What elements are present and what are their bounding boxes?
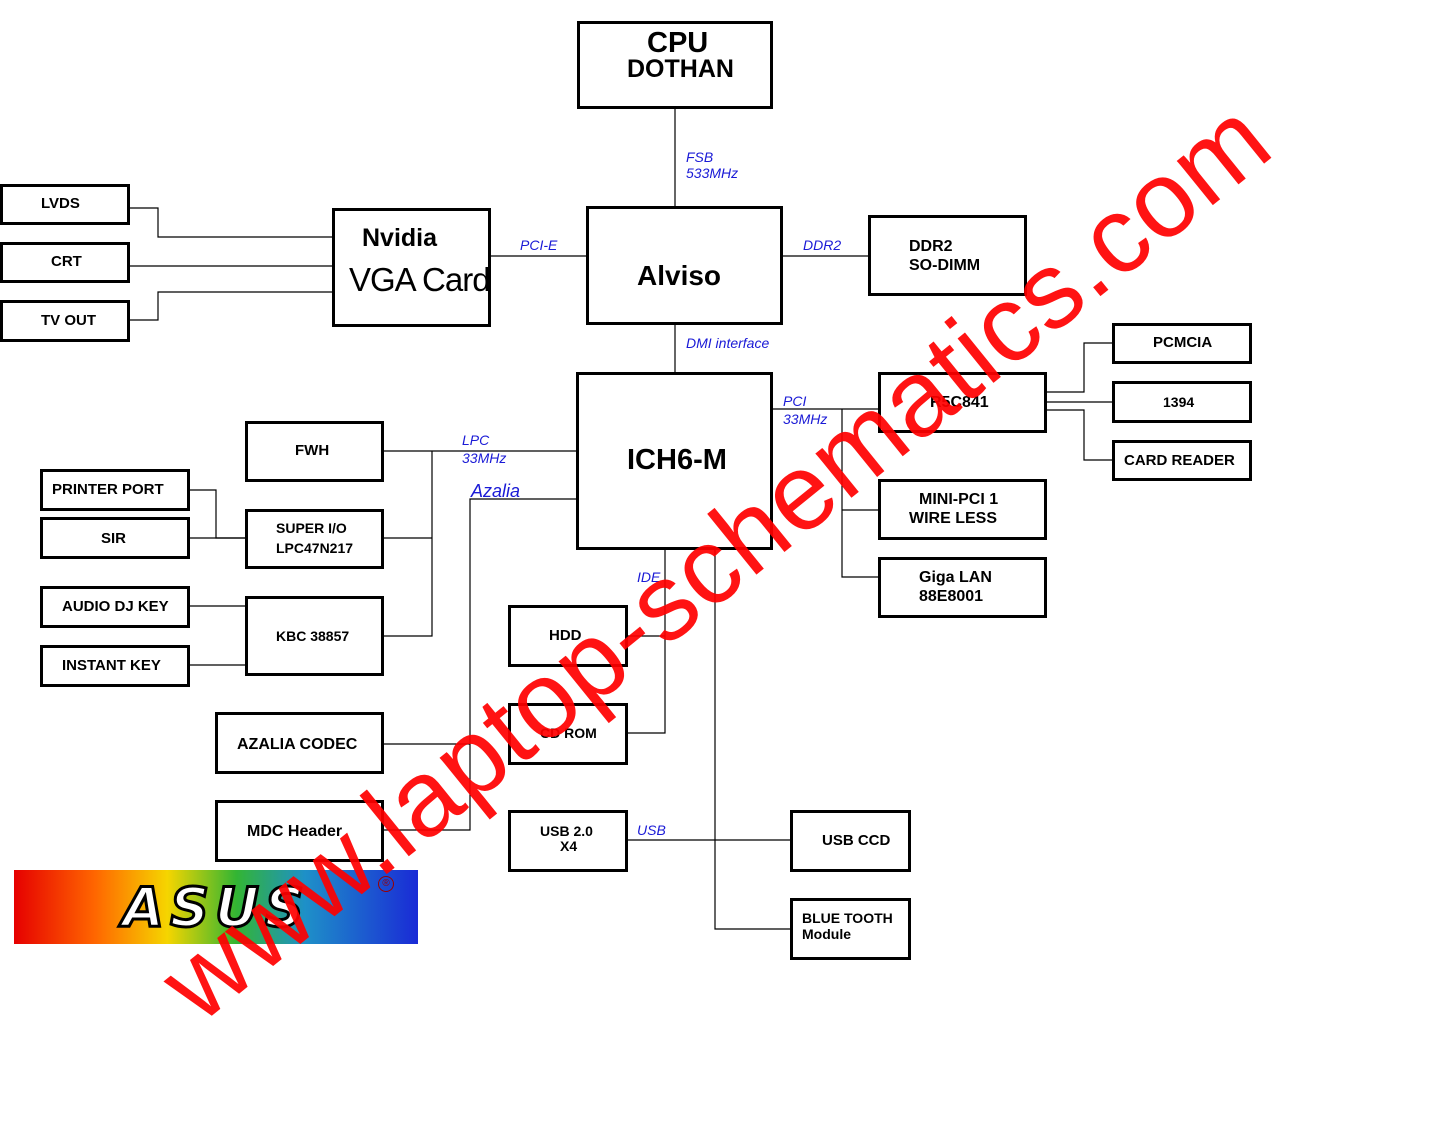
fsb-speed-label: 533MHz: [686, 165, 739, 181]
nvidia-vga-block: Nvidia VGA Card: [332, 208, 491, 327]
superio-label: SUPER I/O: [276, 520, 347, 536]
usb-count-label: X4: [560, 838, 578, 854]
usb-ccd-block: USB CCD: [790, 810, 911, 872]
hdd-block: HDD: [508, 605, 628, 667]
lpc-speed-label: 33MHz: [462, 450, 507, 466]
r5c841-label: R5C841: [930, 394, 989, 411]
minipci-wireless-block: MINI-PCI 1 WIRE LESS: [878, 479, 1047, 540]
cdrom-label: CD ROM: [540, 725, 597, 741]
mdc-header-label: MDC Header: [247, 823, 343, 840]
cardreader-label: CARD READER: [1124, 452, 1235, 469]
crt-label: CRT: [51, 253, 82, 270]
fwh-block: FWH: [245, 421, 384, 482]
ddr2-label: DDR2: [909, 238, 953, 255]
ieee1394-label: 1394: [1163, 394, 1195, 410]
alviso-label: Alviso: [637, 260, 722, 291]
pcmcia-block: PCMCIA: [1112, 323, 1252, 364]
asus-logo-text: ASUS: [121, 875, 310, 941]
kbc-label: KBC 38857: [276, 628, 350, 644]
sir-label: SIR: [101, 530, 127, 547]
usb-ccd-label: USB CCD: [822, 832, 891, 849]
usb-port-block: USB 2.0 X4: [508, 810, 628, 872]
cpu-model-label: DOTHAN: [627, 55, 734, 83]
sodimm-label: SO-DIMM: [909, 257, 981, 274]
pci-speed-label: 33MHz: [783, 411, 828, 427]
instant-key-block: INSTANT KEY: [40, 645, 190, 687]
hdd-label: HDD: [549, 627, 582, 644]
usb-port-label: USB 2.0: [540, 823, 593, 839]
usb-bus-label: USB: [637, 822, 666, 838]
dmi-bus-label: DMI interface: [686, 335, 770, 351]
tvout-label: TV OUT: [41, 312, 96, 329]
cdrom-block: CD ROM: [508, 703, 628, 765]
cpu-label: CPU: [647, 27, 709, 59]
audio-dj-key-block: AUDIO DJ KEY: [40, 586, 190, 628]
crt-block: CRT: [0, 242, 130, 283]
kbc-block: KBC 38857: [245, 596, 384, 676]
ddr2-sodimm-block: DDR2 SO-DIMM: [868, 215, 1027, 296]
lvds-label: LVDS: [41, 195, 80, 212]
mdc-header-block: MDC Header: [215, 800, 384, 862]
gigalan-model-label: 88E8001: [919, 588, 984, 605]
cardreader-block: CARD READER: [1112, 440, 1252, 481]
lpc-bus-label: LPC: [462, 432, 490, 448]
gigalan-label: Giga LAN: [919, 569, 992, 586]
bluetooth-module-label: Module: [802, 926, 851, 942]
bluetooth-label: BLUE TOOTH: [802, 910, 893, 926]
pci-bus-label: PCI: [783, 393, 807, 409]
azalia-codec-block: AZALIA CODEC: [215, 712, 384, 774]
ide-bus-label: IDE: [637, 569, 661, 585]
sir-block: SIR: [40, 517, 190, 559]
wireless-label: WIRE LESS: [909, 510, 998, 527]
ieee1394-block: 1394: [1112, 381, 1252, 423]
tvout-block: TV OUT: [0, 300, 130, 342]
pcie-bus-label: PCI-E: [520, 237, 558, 253]
minipci-label: MINI-PCI 1: [919, 491, 999, 508]
fwh-label: FWH: [295, 442, 330, 459]
pcmcia-label: PCMCIA: [1153, 334, 1213, 351]
nvidia-label: Nvidia: [362, 224, 438, 252]
asus-logo: ASUS ®: [14, 870, 418, 944]
ich6m-label: ICH6-M: [627, 444, 727, 476]
gigalan-block: Giga LAN 88E8001: [878, 557, 1047, 618]
superio-block: SUPER I/O LPC47N217: [245, 509, 384, 569]
bluetooth-block: BLUE TOOTH Module: [790, 898, 911, 960]
audio-dj-key-label: AUDIO DJ KEY: [62, 598, 169, 615]
r5c841-block: R5C841: [878, 372, 1047, 433]
alviso-block: Alviso: [586, 206, 783, 325]
ddr2-bus-label: DDR2: [803, 237, 842, 253]
azalia-bus-label: Azalia: [471, 481, 521, 501]
printer-port-label: PRINTER PORT: [52, 481, 164, 498]
printer-port-block: PRINTER PORT: [40, 469, 190, 511]
lvds-block: LVDS: [0, 184, 130, 225]
cpu-block: CPU DOTHAN: [577, 21, 773, 109]
superio-model-label: LPC47N217: [276, 540, 354, 556]
registered-mark: ®: [378, 876, 394, 892]
instant-key-label: INSTANT KEY: [62, 657, 161, 674]
fsb-bus-label: FSB: [686, 149, 714, 165]
vga-card-label: VGA Card: [349, 261, 491, 298]
azalia-codec-label: AZALIA CODEC: [237, 736, 358, 753]
ich6m-block: ICH6-M: [576, 372, 773, 550]
